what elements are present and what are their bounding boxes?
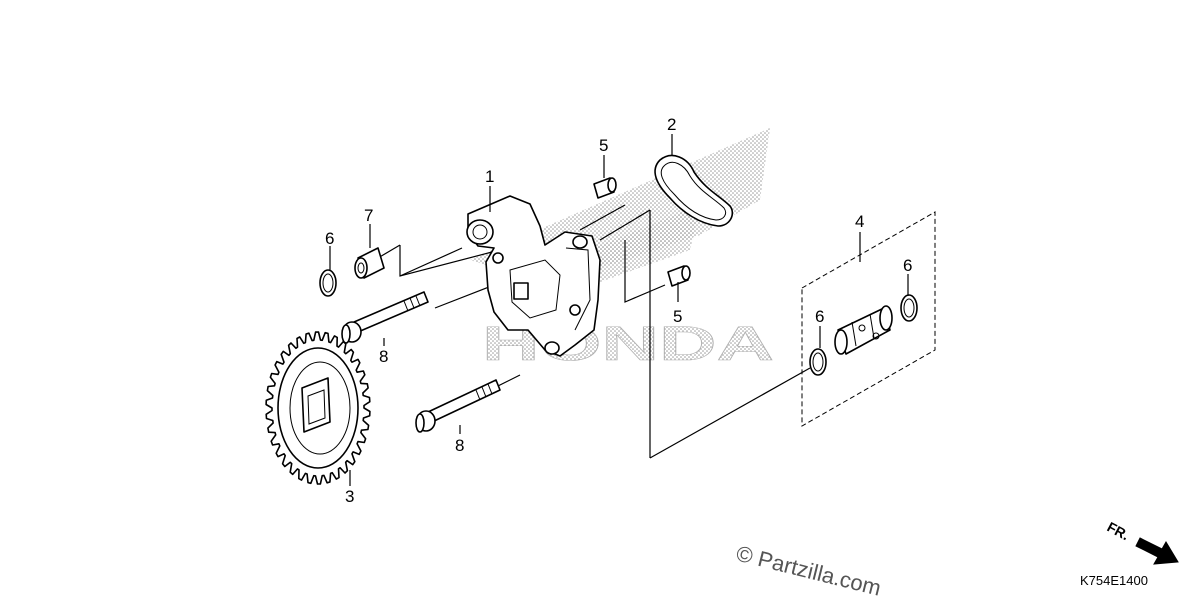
pump-drive-gear xyxy=(265,331,371,485)
callout-6-kit-lower: 6 xyxy=(815,307,824,326)
callout-5-upper: 5 xyxy=(599,136,608,155)
front-direction-marker: FR. xyxy=(1105,519,1179,565)
callout-8-lower: 8 xyxy=(455,436,464,455)
callout-7: 7 xyxy=(364,206,373,225)
relief-valve xyxy=(834,305,893,355)
copyright-watermark: © Partzilla.com xyxy=(734,541,884,600)
dowel-pin-lower xyxy=(667,265,691,287)
o-ring-kit-lower xyxy=(809,348,827,376)
callout-2: 2 xyxy=(667,115,676,134)
callout-6-left: 6 xyxy=(325,229,334,248)
o-ring-kit-upper xyxy=(900,294,918,322)
oil-pump-body xyxy=(466,195,601,357)
callout-8-upper: 8 xyxy=(379,347,388,366)
callout-ticks xyxy=(329,134,909,486)
dowel-pin-upper xyxy=(593,177,617,199)
o-ring-left xyxy=(319,269,337,297)
callout-4: 4 xyxy=(855,212,864,231)
collar xyxy=(354,247,385,279)
callout-5-lower: 5 xyxy=(673,307,682,326)
flange-bolt-upper xyxy=(341,291,429,344)
front-arrow-icon xyxy=(1135,537,1179,565)
callout-1: 1 xyxy=(485,167,494,186)
callout-3: 3 xyxy=(345,487,354,506)
callout-6-kit-upper: 6 xyxy=(903,256,912,275)
diagram-code: K754E1400 xyxy=(1080,573,1148,588)
front-direction-label: FR. xyxy=(1105,519,1132,544)
kit-box-part-4 xyxy=(801,211,936,427)
gasket xyxy=(654,154,734,227)
flange-bolt-lower xyxy=(415,379,501,433)
